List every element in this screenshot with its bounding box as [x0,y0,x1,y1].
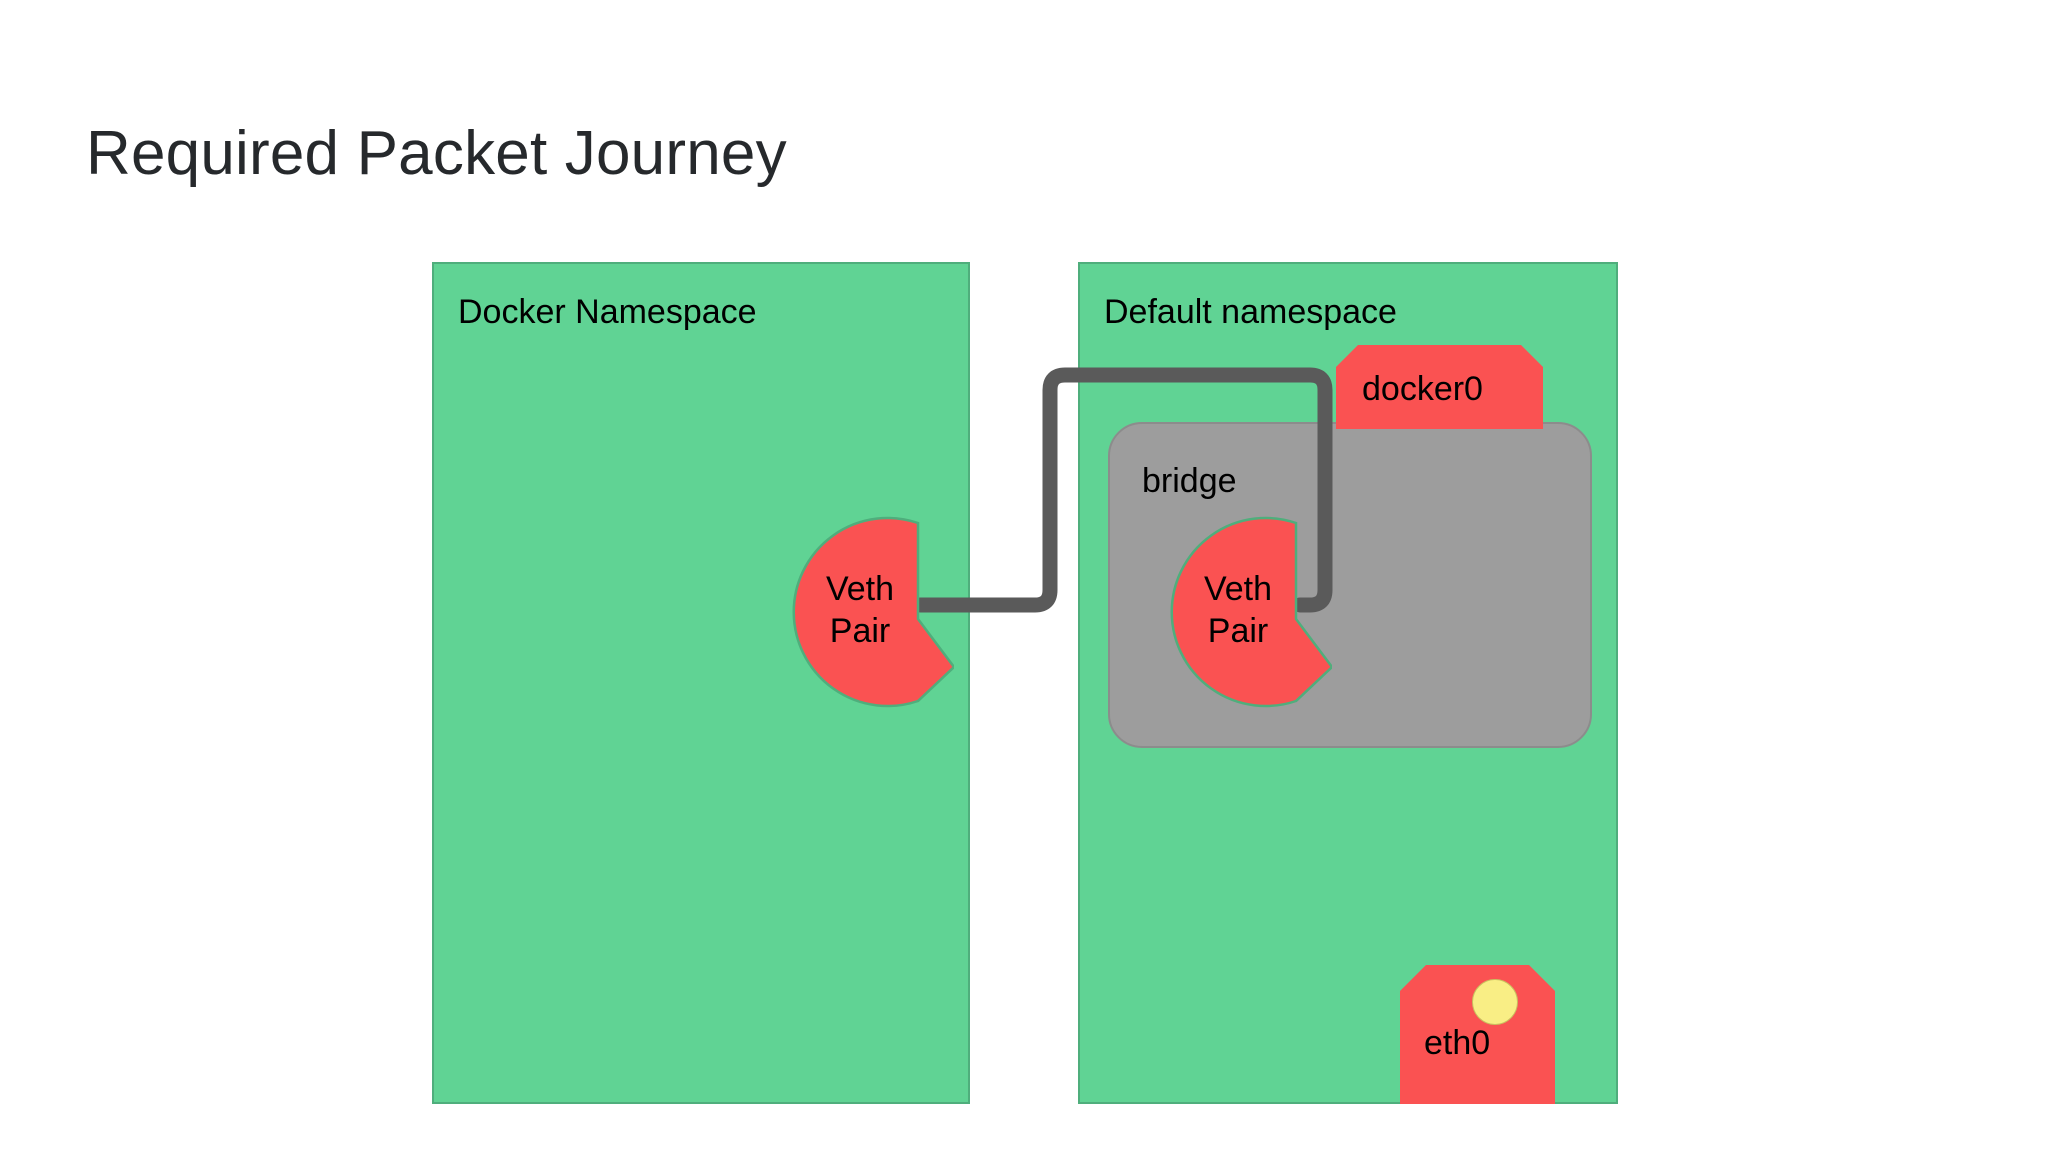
eth0-status-dot-icon [1472,979,1518,1025]
eth0-label: eth0 [1424,1024,1491,1062]
docker0-label: docker0 [1362,370,1483,408]
namespace-label-default: Default namespace [1104,293,1397,331]
veth-pair-node-docker[interactable] [766,507,954,717]
page-title: Required Packet Journey [86,119,787,188]
namespace-label-docker: Docker Namespace [458,293,757,331]
veth-pair-node-bridge[interactable] [1144,507,1332,717]
bridge-label: bridge [1142,462,1237,500]
docker0-node[interactable] [1336,345,1543,429]
